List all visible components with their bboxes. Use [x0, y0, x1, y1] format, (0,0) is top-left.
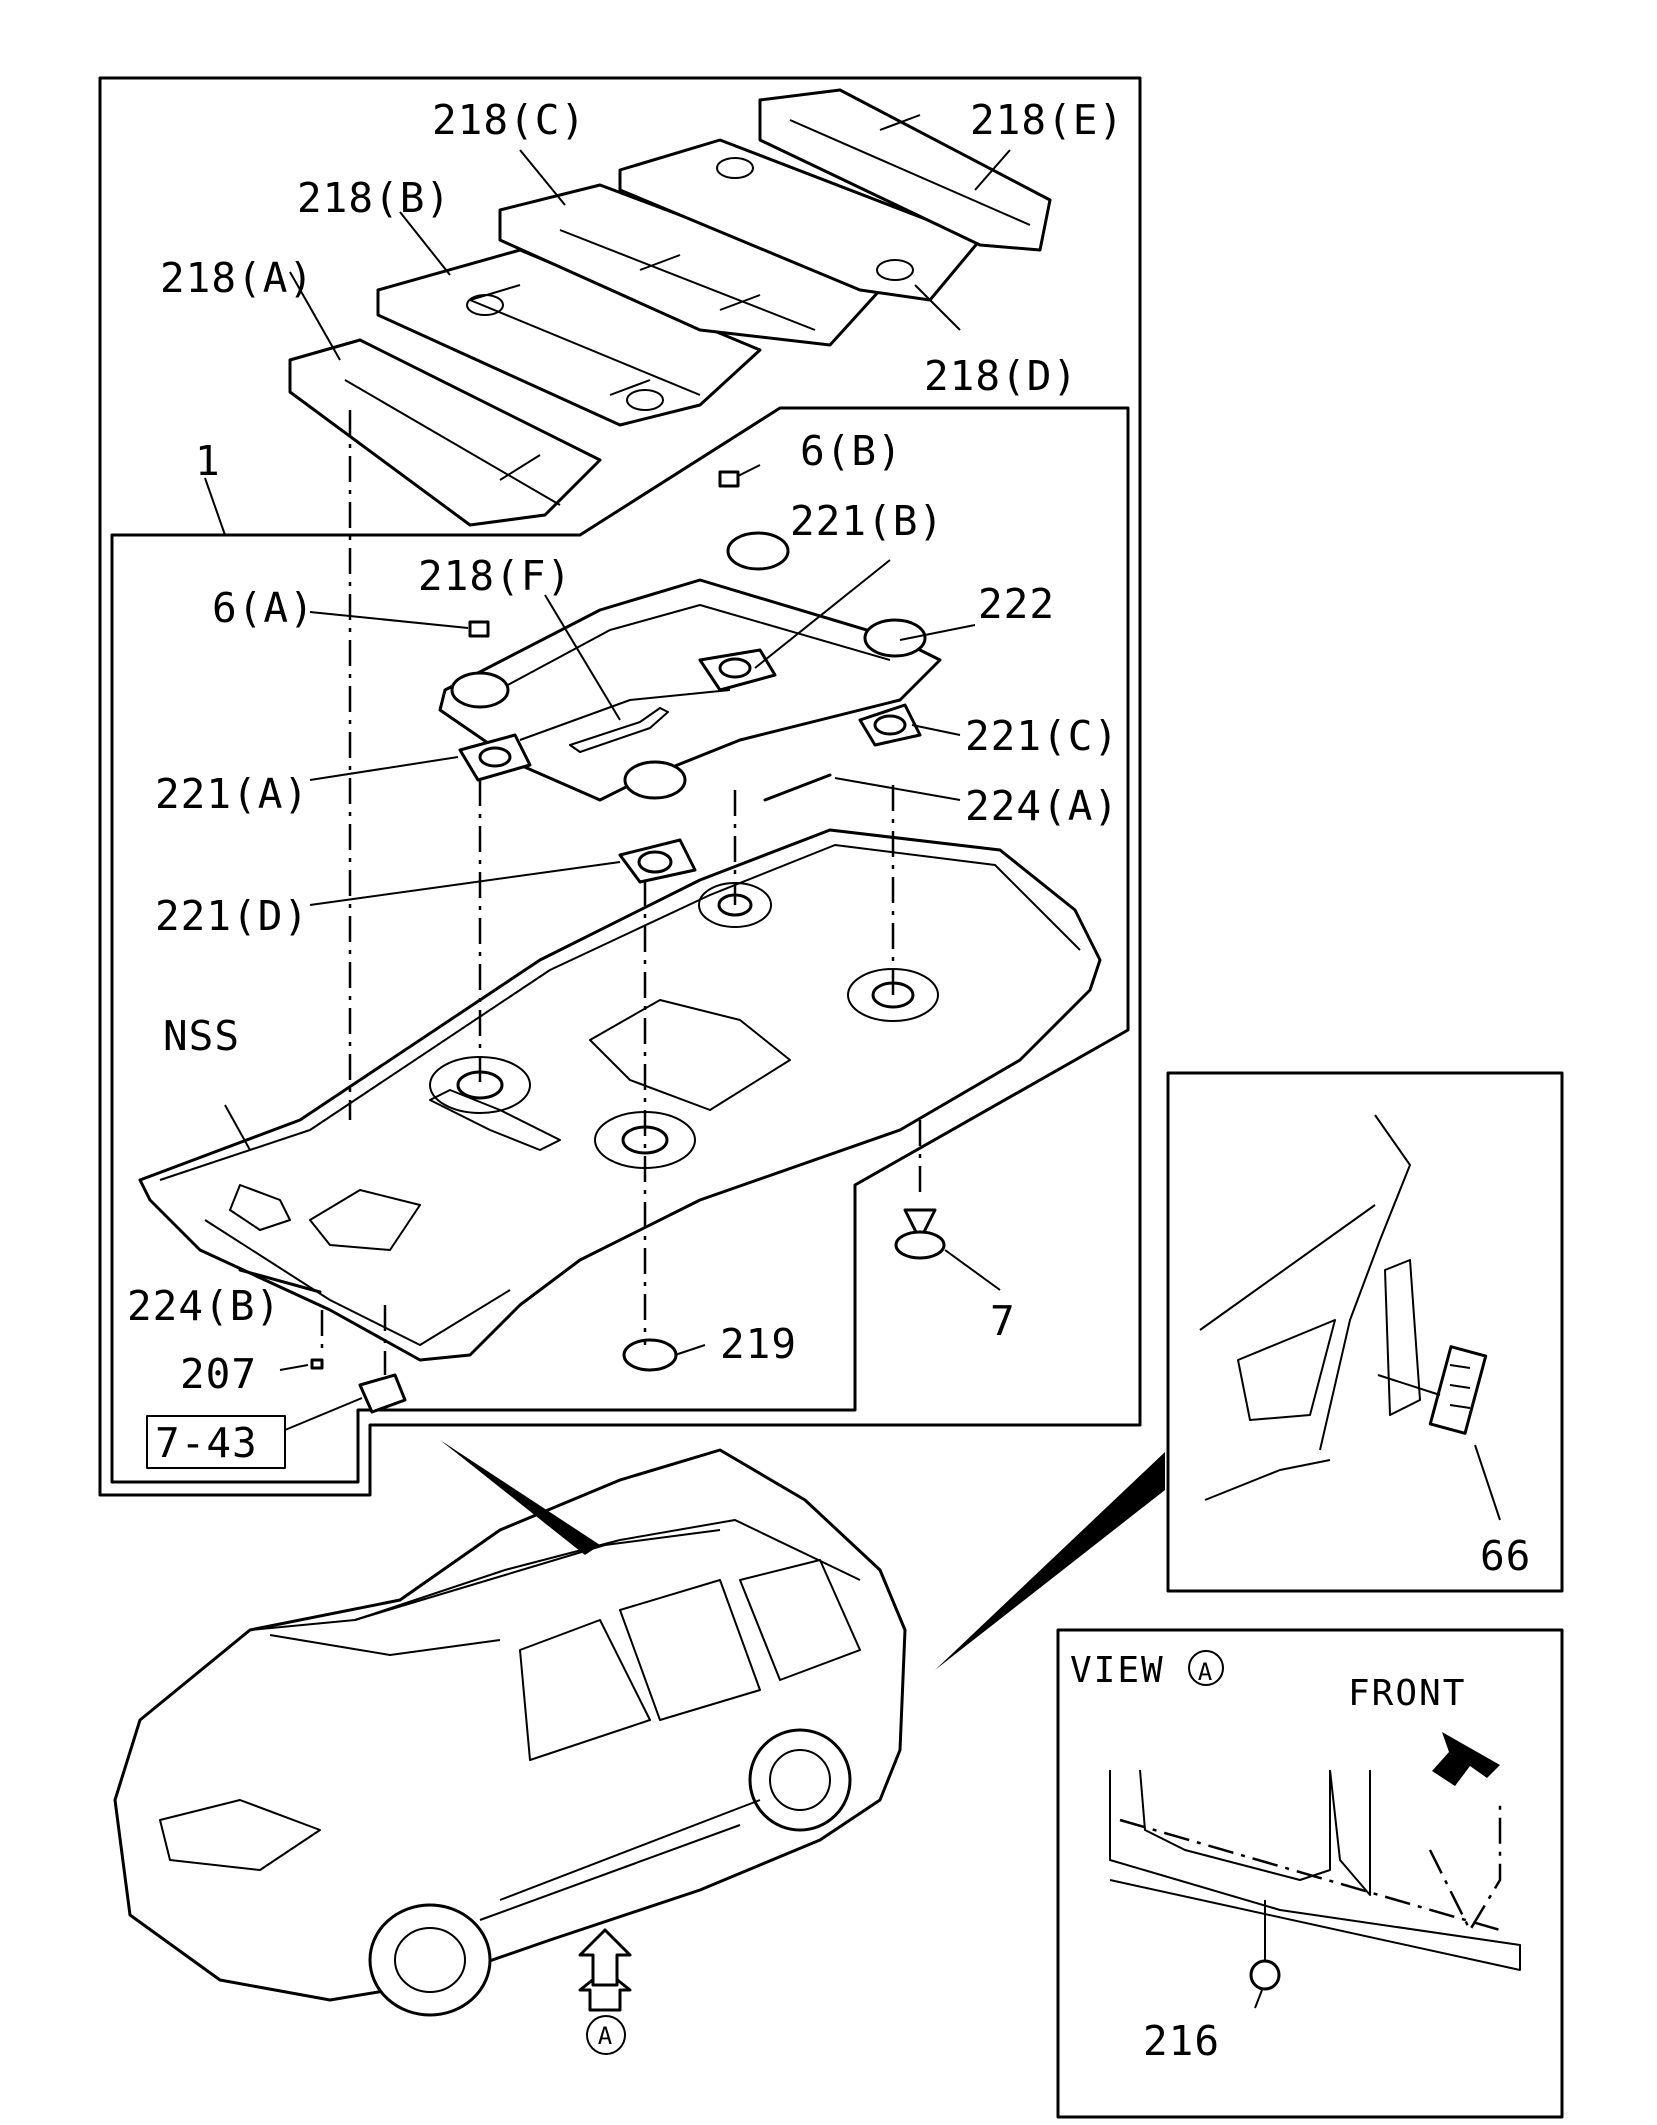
- detail-box-66: [1166, 1071, 1564, 1593]
- callout-221c: 221(C): [965, 712, 1119, 760]
- callout-218b: 218(B): [297, 174, 451, 222]
- view-a-front-label: FRONT: [1348, 1673, 1466, 1714]
- callout-nss: NSS: [163, 1012, 240, 1060]
- main-frame-outer: [98, 76, 1142, 1497]
- callout-218d: 218(D): [924, 352, 1078, 400]
- callout-66: 66: [1480, 1532, 1531, 1580]
- clip-6a: [468, 620, 490, 638]
- main-frame-inner: [110, 406, 1130, 1484]
- view-a-marker-circle: [1188, 1650, 1224, 1686]
- clip-7-base: [894, 1230, 946, 1260]
- callout-221d: 221(D): [155, 892, 309, 940]
- harness-218f: [569, 707, 669, 753]
- vehicle-view-marker: A: [598, 2022, 614, 2050]
- front-arrow-icon: [1432, 1732, 1500, 1786]
- frame-222: [438, 531, 942, 884]
- callout-218f: 218(F): [418, 552, 572, 600]
- callout-221b: 221(B): [790, 497, 944, 545]
- callout-218e: 218(E): [970, 96, 1124, 144]
- clip-207: [310, 1358, 324, 1370]
- callout-207: 207: [180, 1350, 257, 1398]
- headliner-nss: [138, 828, 1102, 1362]
- cap-219: [622, 1338, 678, 1372]
- view-a-drawing: [1109, 1769, 1521, 2009]
- callout-224a: 224(A): [965, 782, 1119, 830]
- callout-218a: 218(A): [160, 254, 314, 302]
- callout-6a: 6(A): [212, 584, 315, 632]
- callout-6b: 6(B): [800, 427, 903, 475]
- callout-222: 222: [978, 580, 1055, 628]
- callout-7-43: 7-43: [155, 1419, 258, 1467]
- callout-labels: 218(A) 218(B) 218(C) 218(E) 218(D) 1 6(B…: [127, 96, 1531, 2065]
- clip-6b: [718, 470, 740, 488]
- callout-224b: 224(B): [127, 1282, 281, 1330]
- callout-7: 7: [990, 1297, 1016, 1345]
- connector-wedge-right: [935, 1452, 1165, 1670]
- leader-lines: [204, 149, 1011, 1431]
- vehicle-illustration: [113, 1448, 907, 2055]
- tape-224a: [763, 773, 832, 802]
- view-a-title-marker: A: [1198, 1658, 1214, 1686]
- callout-218c: 218(C): [432, 96, 586, 144]
- callout-221a: 221(A): [155, 770, 309, 818]
- callout-216: 216: [1143, 2017, 1220, 2065]
- detail-66-drawing: [1199, 1114, 1501, 1521]
- view-a-box: [1056, 1628, 1564, 2119]
- view-a-title: VIEW: [1070, 1650, 1165, 1691]
- callout-219: 219: [720, 1320, 797, 1368]
- insulator-pads-218: [288, 88, 1052, 527]
- connector-wedge-left: [440, 1440, 600, 1555]
- alignment-lines: [320, 410, 922, 1375]
- ref-box-7-43: [146, 1415, 286, 1469]
- part-7-43: [358, 1373, 407, 1414]
- clip-7: [903, 1208, 937, 1242]
- callout-1: 1: [195, 437, 221, 485]
- tape-224b: [238, 1268, 322, 1294]
